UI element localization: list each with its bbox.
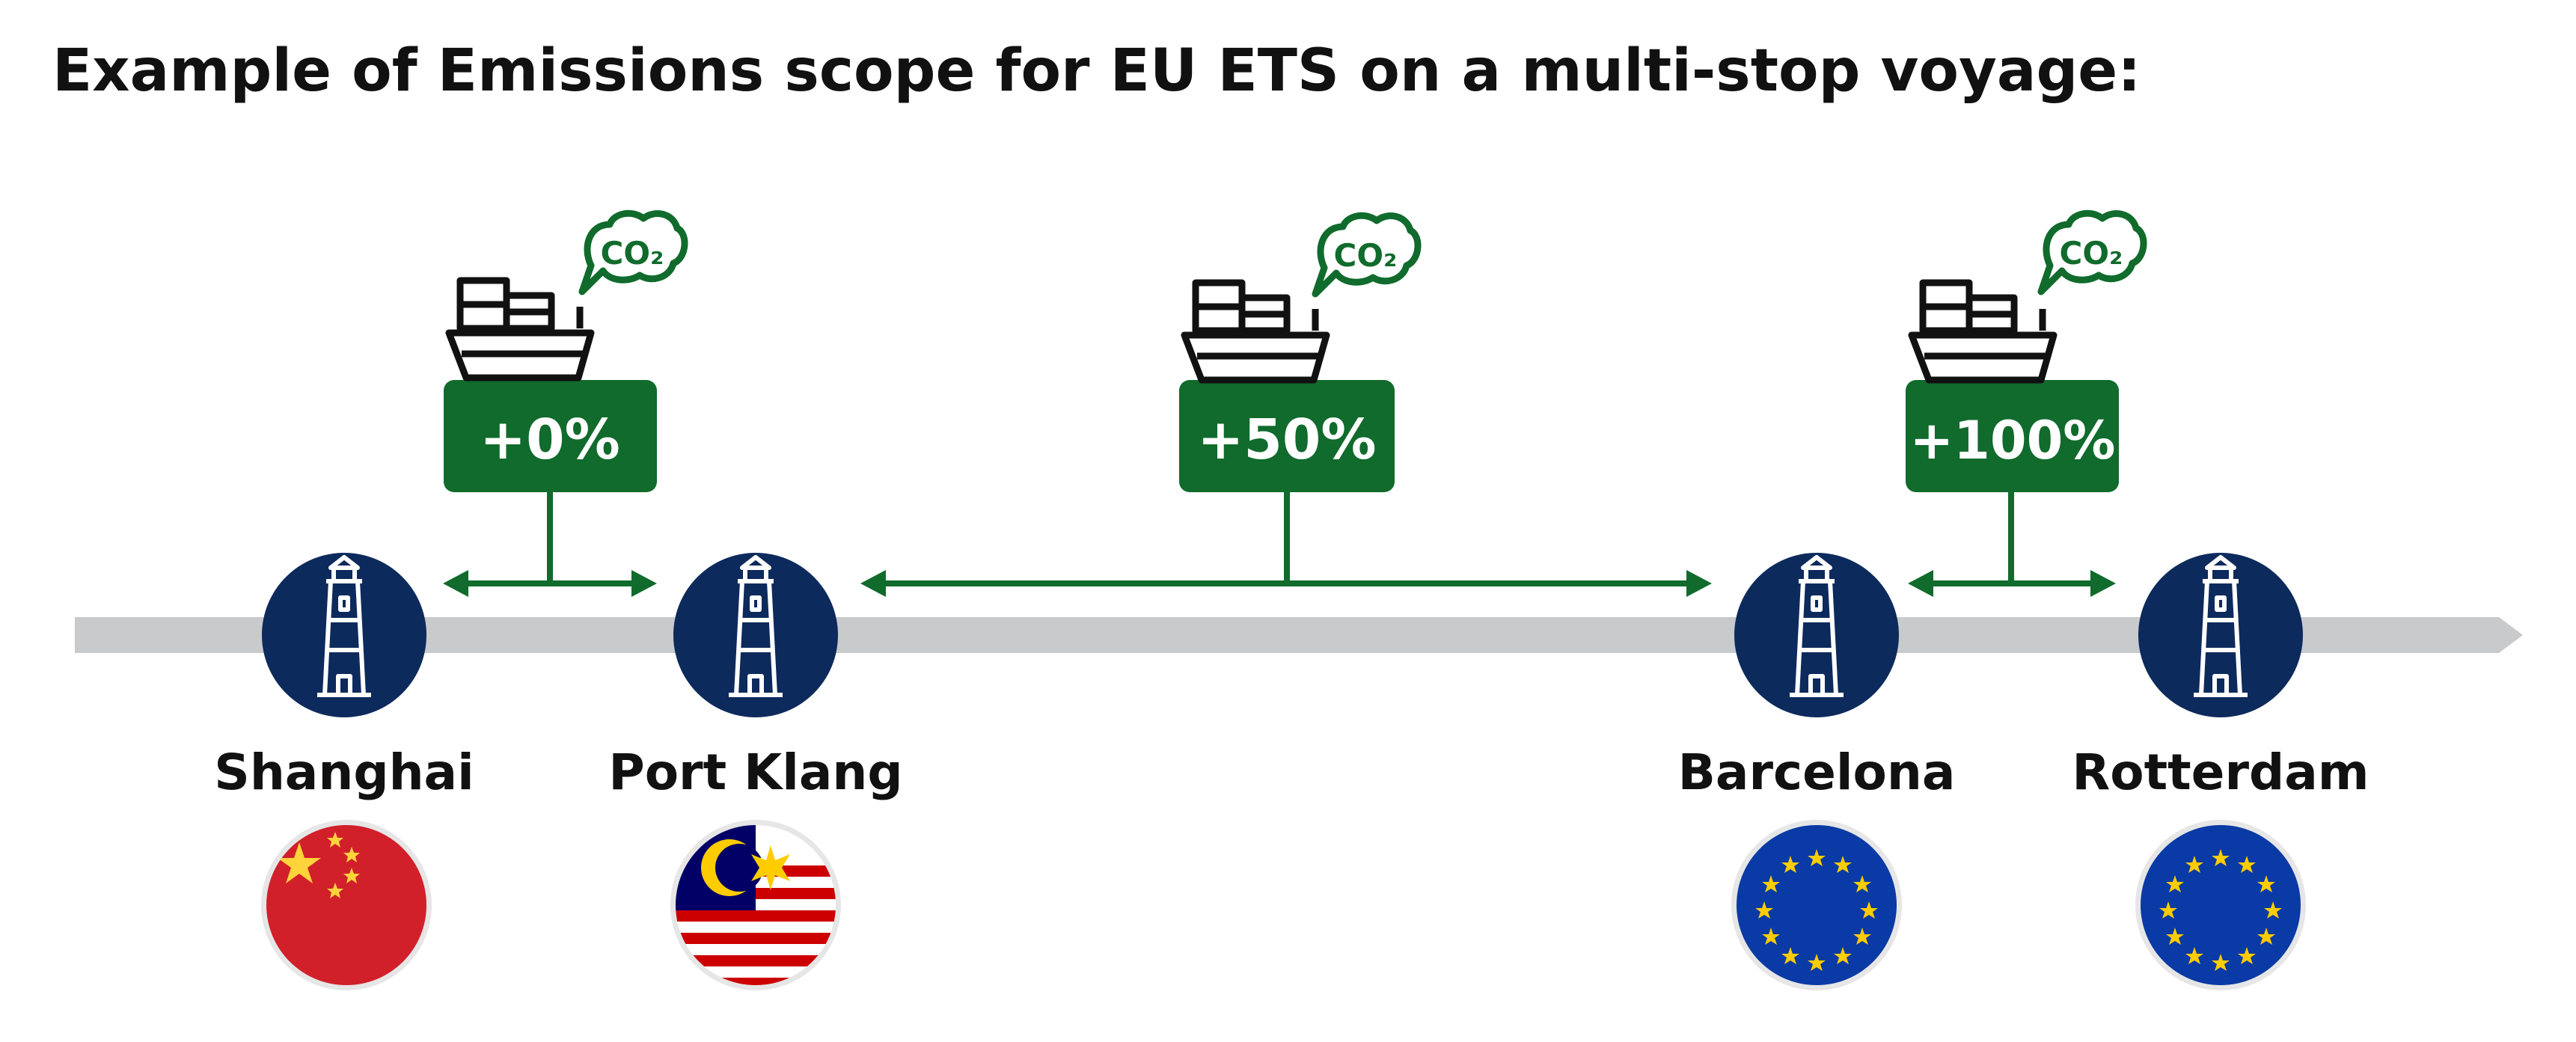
port-marker-3 bbox=[2138, 553, 2303, 717]
leg-percentage-box-0: +0% bbox=[444, 380, 657, 492]
lighthouse-icon bbox=[729, 555, 783, 697]
co2-bubble-icon: CO₂ bbox=[2037, 209, 2147, 295]
china-flag-icon bbox=[261, 820, 432, 990]
leg-percentage-label: +50% bbox=[1197, 408, 1376, 472]
port-marker-1 bbox=[673, 553, 838, 717]
lighthouse-icon bbox=[317, 555, 371, 697]
leg-percentage-label: +0% bbox=[480, 408, 620, 472]
lighthouse-icon bbox=[2194, 555, 2248, 697]
leg-percentage-label: +100% bbox=[1910, 410, 2116, 471]
co2-bubble-icon: CO₂ bbox=[1312, 212, 1422, 298]
cargo-ship-icon bbox=[445, 277, 595, 381]
page-title: Example of Emissions scope for EU ETS on… bbox=[52, 37, 2141, 105]
port-name: Shanghai bbox=[214, 744, 474, 801]
leg-bracket-1 bbox=[860, 488, 1712, 597]
port-name: Rotterdam bbox=[2072, 744, 2369, 801]
eu-flag-icon bbox=[2135, 820, 2306, 990]
port-name: Barcelona bbox=[1678, 744, 1956, 801]
cargo-ship-icon bbox=[1908, 279, 2058, 384]
eu-flag-icon bbox=[1731, 820, 1902, 990]
lighthouse-icon bbox=[1790, 555, 1844, 697]
leg-bracket-0 bbox=[443, 488, 657, 597]
port-marker-0 bbox=[262, 553, 426, 717]
port-marker-2 bbox=[1734, 553, 1899, 717]
co2-label: CO₂ bbox=[601, 235, 664, 272]
leg-bracket-2 bbox=[1908, 488, 2116, 597]
leg-percentage-box-1: +50% bbox=[1179, 380, 1395, 492]
cargo-ship-icon bbox=[1181, 279, 1330, 384]
malaysia-flag-icon bbox=[670, 820, 841, 990]
co2-bubble-icon: CO₂ bbox=[578, 209, 688, 295]
co2-label: CO₂ bbox=[2060, 235, 2123, 272]
leg-percentage-box-2: +100% bbox=[1906, 380, 2119, 492]
co2-label: CO₂ bbox=[1334, 237, 1398, 274]
port-name: Port Klang bbox=[608, 744, 902, 801]
timeline-bar bbox=[75, 617, 2523, 653]
